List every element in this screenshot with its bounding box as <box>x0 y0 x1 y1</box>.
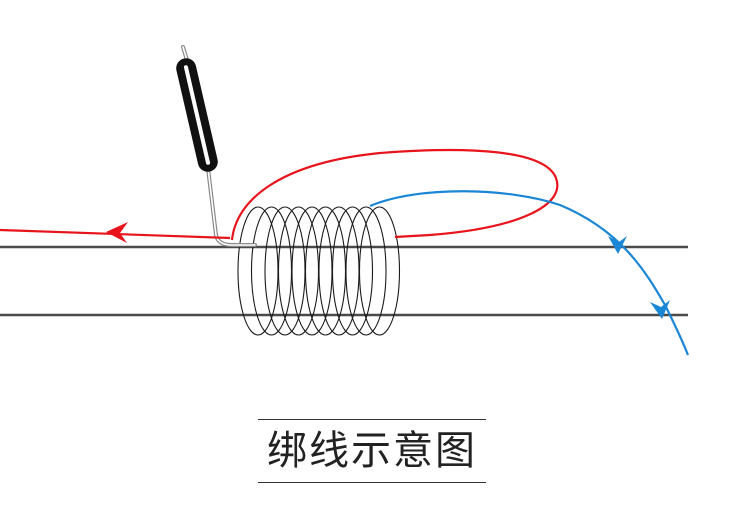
tool <box>176 45 257 247</box>
coil-turn <box>331 206 374 336</box>
blue-down-arrowhead-2 <box>650 300 670 319</box>
wire-coil <box>237 206 401 336</box>
caption-top-rule <box>258 419 486 420</box>
caption-bottom-rule <box>258 482 486 483</box>
tool-handle <box>176 58 218 172</box>
blue-down-arrowhead <box>608 236 627 254</box>
red-wire <box>0 148 559 241</box>
coil-turn <box>345 206 387 336</box>
blue-wire <box>369 190 690 356</box>
caption-title: 绑线示意图 <box>267 428 477 474</box>
red-left-arrowhead <box>106 222 128 243</box>
caption-box: 绑线示意图 <box>258 419 486 483</box>
coil-turn <box>358 206 401 336</box>
